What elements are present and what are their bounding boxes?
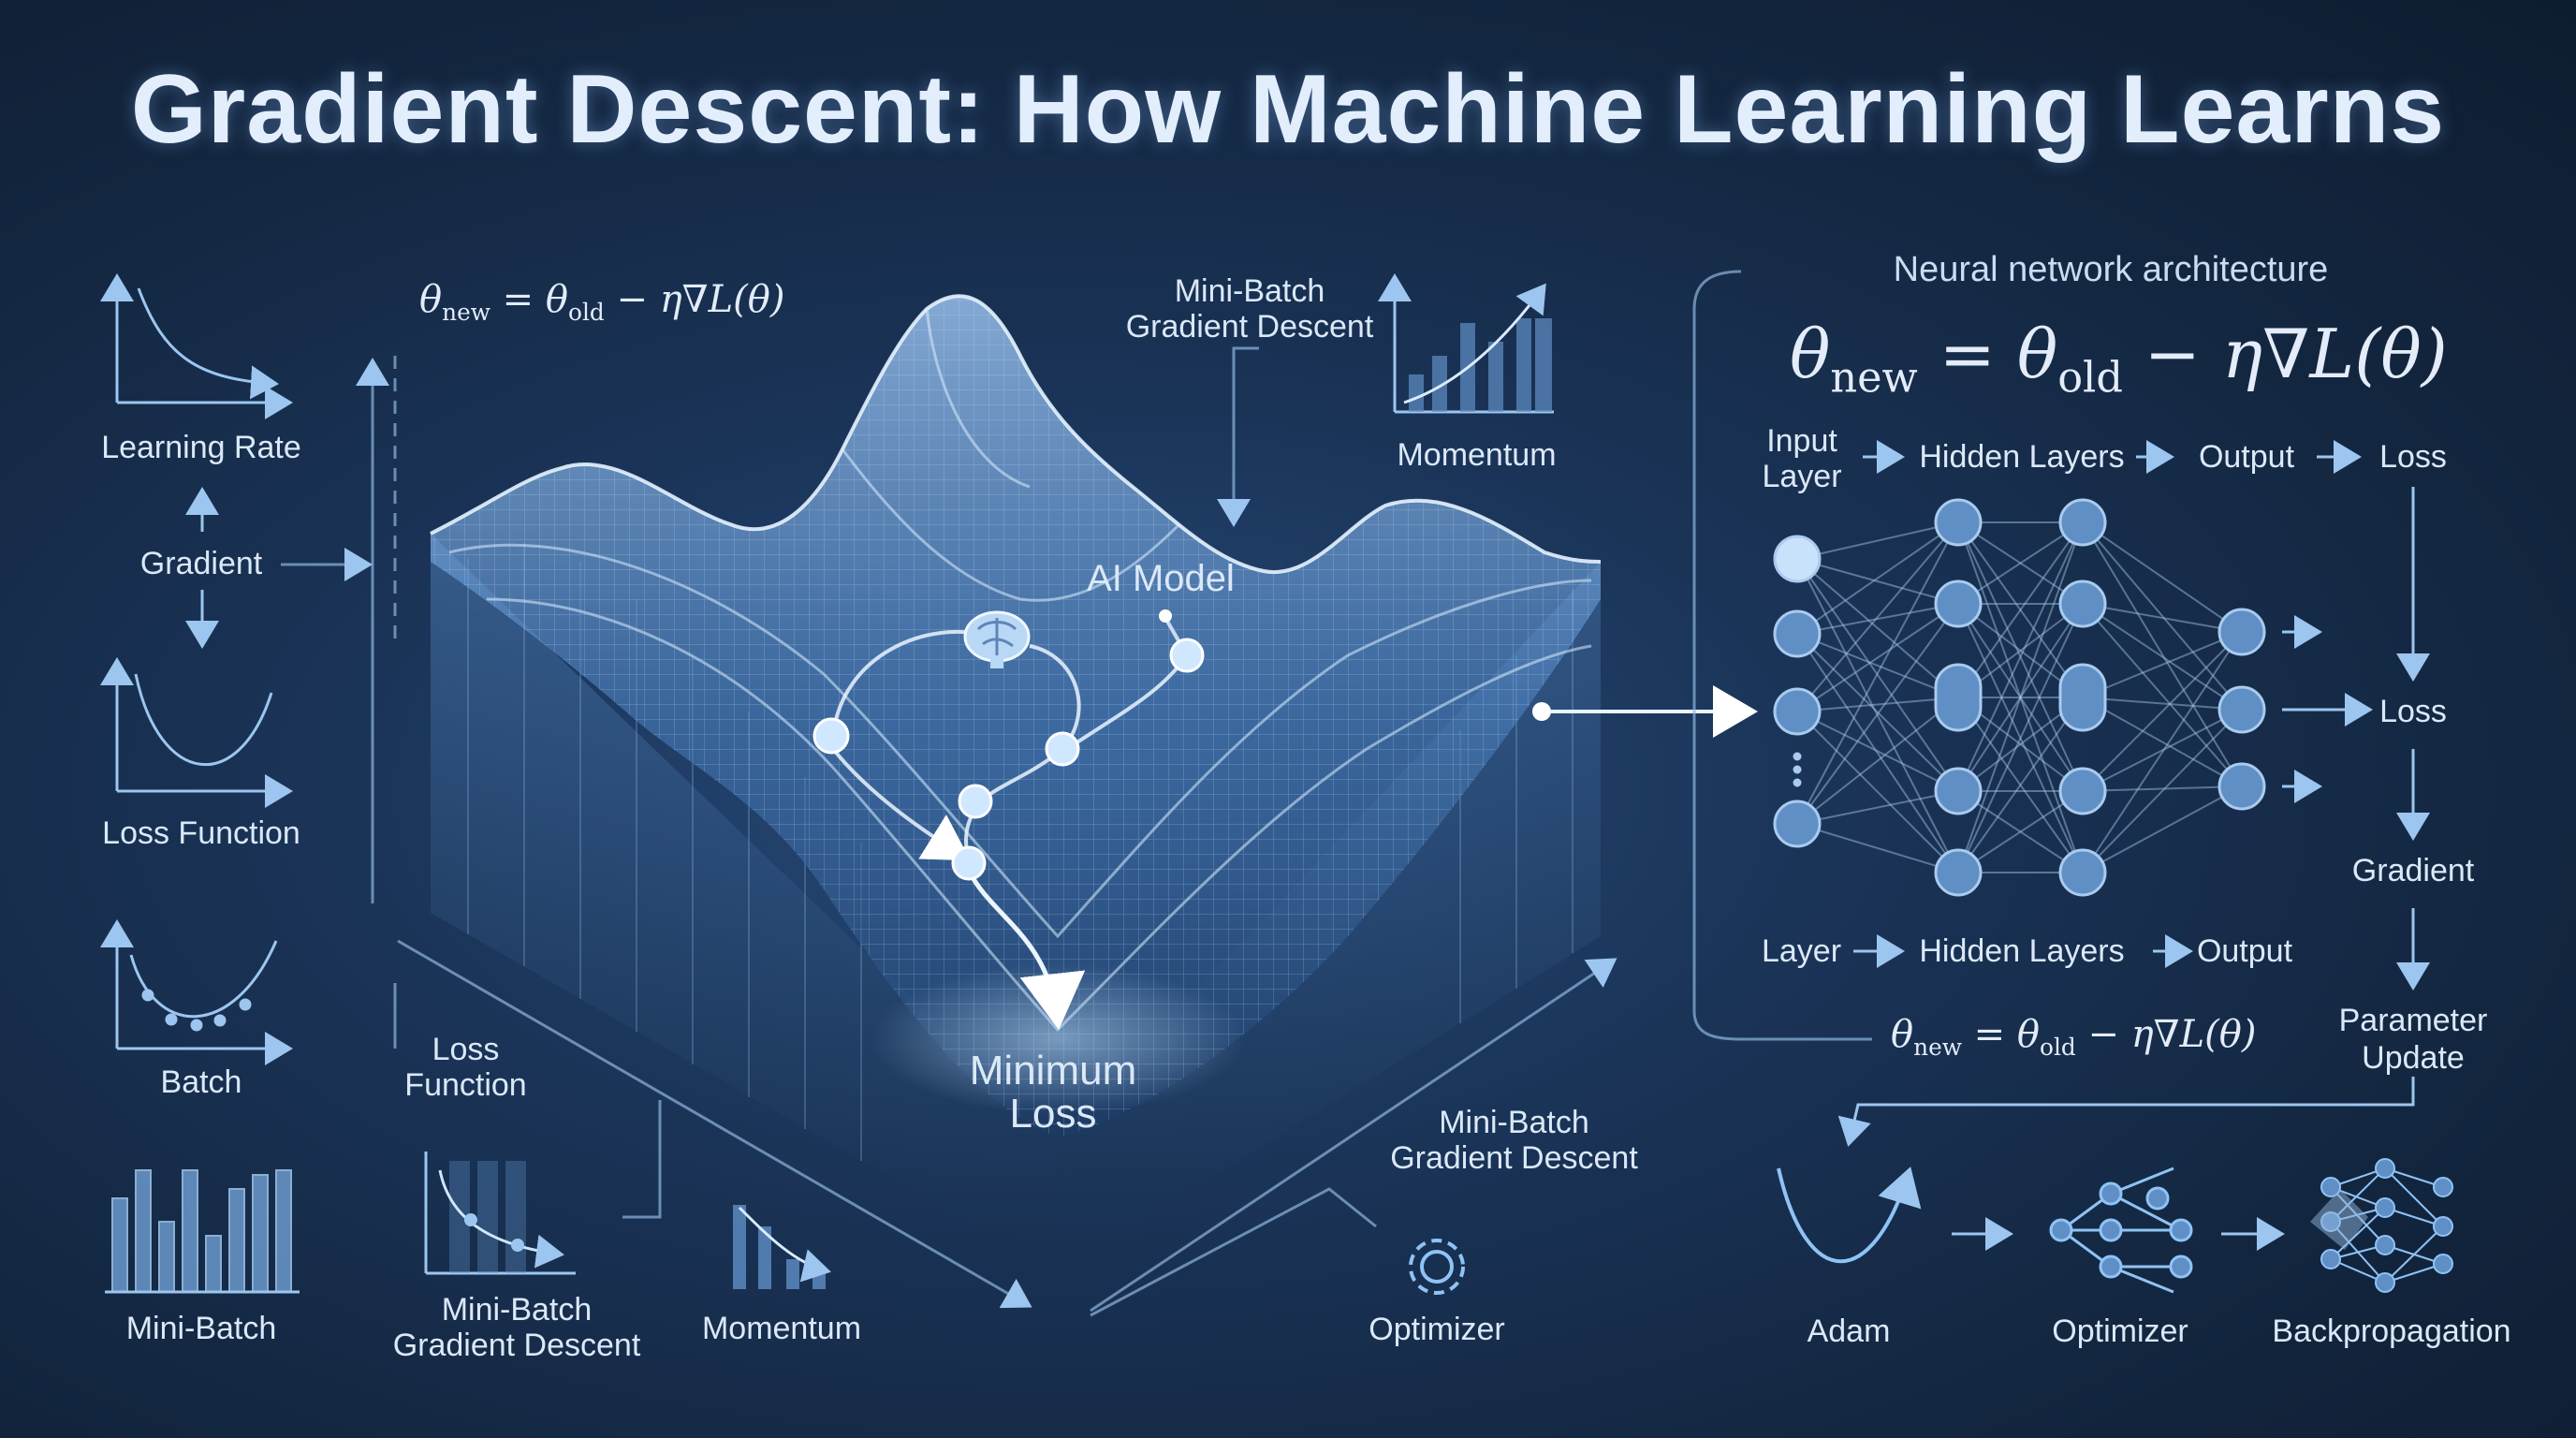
update-rule-formula-large: θnew = θold − η∇L(θ) bbox=[1790, 315, 2448, 402]
formula-large-old-sub: old bbox=[2057, 353, 2123, 403]
landscape-to-network-arrow bbox=[1532, 685, 1758, 738]
input-layer-label: Input Layer bbox=[1750, 423, 1853, 494]
formula-large-theta: θ bbox=[1790, 315, 1831, 393]
parameter-update-label: Parameter Update bbox=[2321, 1002, 2505, 1077]
loss-function-label: Loss Function bbox=[102, 815, 300, 851]
formula-theta-old: θ bbox=[545, 278, 569, 321]
mini-batch-gd-bottom-label: Mini-Batch Gradient Descent bbox=[386, 1292, 648, 1363]
formula-large-new-sub: new bbox=[1830, 353, 1918, 403]
loss-landscape bbox=[430, 294, 1602, 1273]
minimum-loss-line1: Minimum bbox=[969, 1048, 1137, 1093]
formula-rest: − η∇L(θ) bbox=[604, 278, 785, 321]
mini-batch-gd-chart bbox=[424, 1152, 576, 1275]
momentum-bottom-label: Momentum bbox=[701, 1311, 862, 1346]
mini-batch-gd-right-line2: Gradient Descent bbox=[1390, 1140, 1638, 1176]
formula-large-theta-old: θ bbox=[2016, 315, 2058, 393]
hidden-layers-2-label: Hidden Layers bbox=[1919, 933, 2125, 969]
mini-batch-gd-right-line1: Mini-Batch bbox=[1439, 1105, 1589, 1140]
learning-rate-label: Learning Rate bbox=[101, 430, 301, 465]
backpropagation-network-icon bbox=[2310, 1158, 2453, 1293]
formula-bottom-new-sub: new bbox=[1913, 1034, 1962, 1061]
network-edges bbox=[1796, 521, 2243, 873]
loss-label: Loss bbox=[2379, 439, 2447, 475]
floor-lines bbox=[281, 270, 1872, 1317]
formula-equals: = bbox=[490, 278, 546, 321]
update-rule-formula-bottom: θnew = θold − η∇L(θ) bbox=[1891, 1013, 2256, 1061]
output-2-label: Output bbox=[2196, 933, 2293, 969]
loss-function-center-line2: Function bbox=[404, 1067, 527, 1103]
descent-nodes bbox=[812, 609, 1205, 881]
gear-icon bbox=[1409, 1239, 1465, 1295]
update-rule-formula-small: θnew = θold − η∇L(θ) bbox=[419, 278, 784, 326]
mini-batch-gd-bottom-line1: Mini-Batch bbox=[441, 1292, 593, 1328]
formula-bottom-old-sub: old bbox=[2040, 1034, 2076, 1061]
optimizer-center-label: Optimizer bbox=[1368, 1312, 1505, 1347]
formula-bottom-equals: = bbox=[1961, 1013, 2017, 1056]
momentum-bottom-chart bbox=[733, 1205, 831, 1289]
mini-batch-chart bbox=[105, 1169, 300, 1294]
gradient-label: Gradient bbox=[139, 546, 263, 581]
mini-batch-gd-top-line2: Gradient Descent bbox=[1125, 309, 1374, 345]
network-nodes bbox=[1773, 498, 2266, 897]
learning-rate-chart bbox=[100, 273, 293, 419]
hidden-layers-label: Hidden Layers bbox=[1919, 439, 2125, 475]
input-layer-line2: Layer bbox=[1762, 459, 1842, 494]
formula-large-rest: − η∇L(θ) bbox=[2122, 315, 2448, 393]
formula-large-equals: = bbox=[1917, 315, 2017, 393]
backpropagation-label: Backpropagation bbox=[2272, 1313, 2511, 1349]
formula-theta: θ bbox=[419, 278, 443, 321]
formula-new-sub: new bbox=[442, 299, 490, 326]
formula-old-sub: old bbox=[568, 299, 605, 326]
flow-arrows bbox=[1837, 440, 2430, 1251]
momentum-top-label: Momentum bbox=[1397, 437, 1557, 473]
input-layer-line1: Input bbox=[1766, 423, 1837, 459]
minimum-loss-label: Minimum Loss bbox=[941, 1049, 1165, 1136]
loss-mid-label: Loss bbox=[2379, 694, 2447, 729]
adam-label: Adam bbox=[1807, 1313, 1891, 1349]
gradient-right-label: Gradient bbox=[2351, 853, 2475, 888]
ai-model-label: AI Model bbox=[1087, 558, 1235, 599]
network-heading: Neural network architecture bbox=[1893, 250, 2329, 289]
loss-function-center-line1: Loss bbox=[432, 1032, 500, 1067]
loss-function-center-label: Loss Function bbox=[393, 1032, 538, 1103]
page-title: Gradient Descent: How Machine Learning L… bbox=[130, 55, 2446, 164]
formula-bottom-theta: θ bbox=[1891, 1013, 1914, 1056]
formula-bottom-rest: − η∇L(θ) bbox=[2075, 1013, 2257, 1056]
parameter-update-line1: Parameter bbox=[2338, 1003, 2488, 1038]
batch-chart bbox=[100, 919, 293, 1065]
mini-batch-gd-top-label: Mini-Batch Gradient Descent bbox=[1114, 273, 1385, 345]
optimizer-network-icon bbox=[2049, 1167, 2193, 1294]
minimum-loss-line2: Loss bbox=[1009, 1091, 1097, 1137]
output-label: Output bbox=[2198, 439, 2295, 475]
momentum-top-chart bbox=[1378, 273, 1554, 414]
parameter-update-line2: Update bbox=[2362, 1040, 2465, 1076]
mini-batch-gd-top-line1: Mini-Batch bbox=[1174, 273, 1325, 309]
formula-bottom-theta-old: θ bbox=[2016, 1013, 2041, 1056]
mini-batch-gd-right-label: Mini-Batch Gradient Descent bbox=[1376, 1105, 1652, 1176]
optimizer-right-label: Optimizer bbox=[2052, 1313, 2188, 1349]
layer-label: Layer bbox=[1761, 933, 1842, 969]
batch-label: Batch bbox=[160, 1064, 242, 1100]
loss-function-chart bbox=[100, 657, 293, 808]
mini-batch-label: Mini-Batch bbox=[125, 1311, 277, 1346]
mini-batch-gd-bottom-line2: Gradient Descent bbox=[392, 1328, 641, 1363]
adam-curve bbox=[1777, 1167, 1922, 1264]
brain-icon bbox=[963, 610, 1031, 668]
